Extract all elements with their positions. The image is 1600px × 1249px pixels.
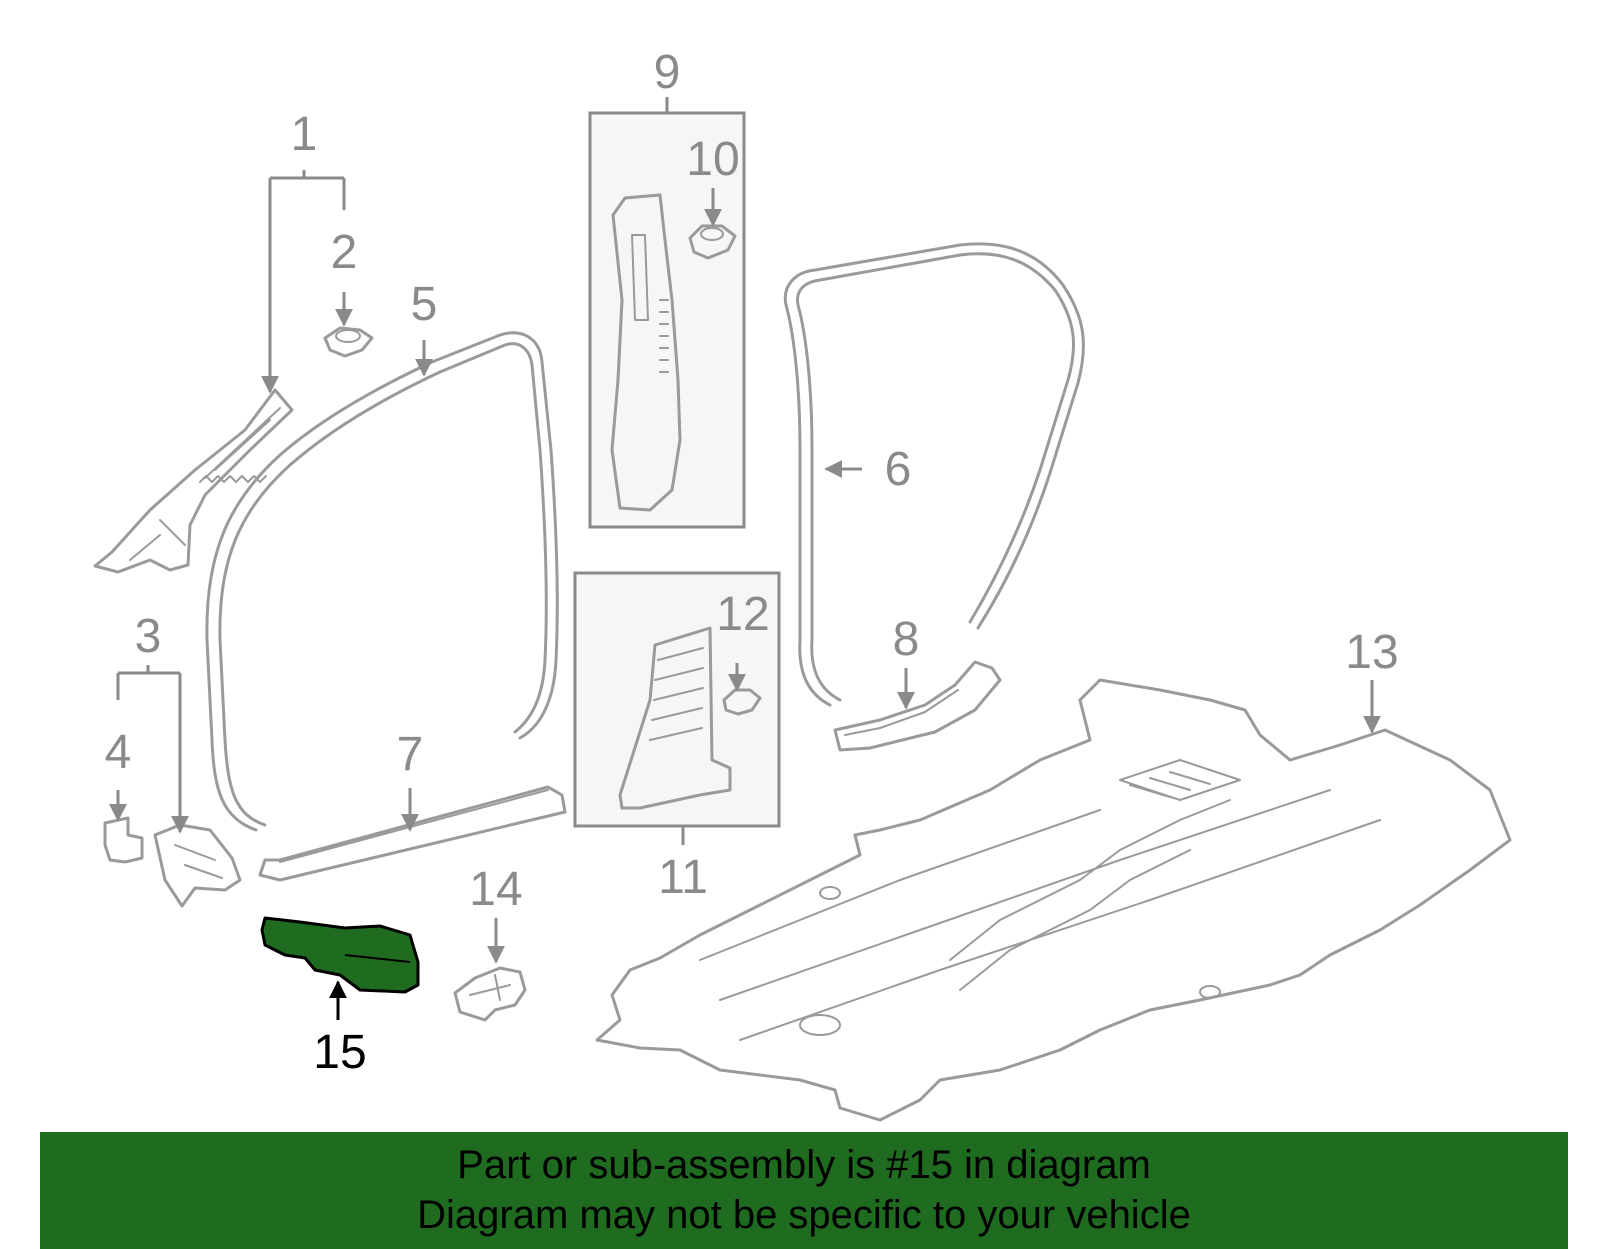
callout-3: 3 (135, 610, 162, 663)
leader-lines (109, 97, 1381, 1020)
part-3-kick-panel (153, 823, 242, 908)
callout-15: 15 (313, 1026, 366, 1079)
callout-1: 1 (291, 108, 318, 161)
part-8-scuff-plate-rear (833, 660, 1002, 752)
part-15-highlighted (260, 916, 420, 994)
info-banner: Part or sub-assembly is #15 in diagram D… (40, 1132, 1568, 1249)
callout-6: 6 (885, 443, 912, 496)
callout-13: 13 (1345, 626, 1398, 679)
callout-9: 9 (654, 46, 681, 99)
part-1-front-pillar-trim (93, 388, 294, 574)
part-11-center-pillar-lower (618, 626, 732, 810)
group-box-9 (588, 111, 746, 529)
group-box-11 (573, 571, 781, 828)
callout-5: 5 (411, 278, 438, 331)
part-4-cover (103, 816, 144, 864)
callout-12: 12 (716, 588, 769, 641)
callout-8: 8 (893, 613, 920, 666)
callout-4: 4 (105, 726, 132, 779)
part-5-weatherstrip-front (205, 331, 559, 832)
part-9-center-pillar-upper (610, 193, 682, 512)
banner-line-2: Diagram may not be specific to your vehi… (417, 1193, 1191, 1237)
part-6-weatherstrip-rear (783, 242, 1085, 707)
callout-11: 11 (658, 851, 708, 904)
part-2-clip (323, 326, 374, 358)
callout-7: 7 (397, 728, 424, 781)
banner-line-1: Part or sub-assembly is #15 in diagram (457, 1143, 1151, 1187)
part-14-bracket (453, 966, 527, 1022)
callout-2: 2 (331, 226, 358, 279)
part-13-floor-carpet (595, 678, 1512, 1122)
callout-10: 10 (686, 133, 739, 186)
callout-14: 14 (469, 863, 522, 916)
